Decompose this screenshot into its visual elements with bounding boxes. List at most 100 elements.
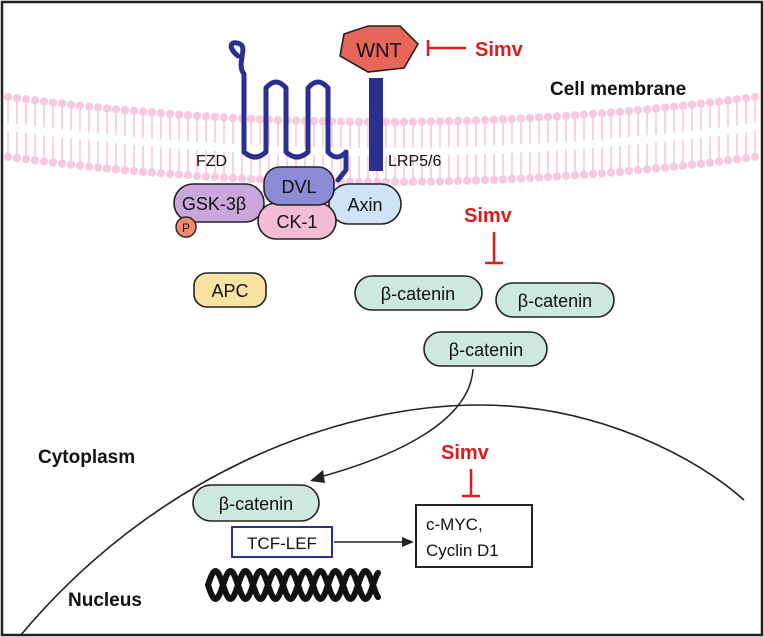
lipid-head [399, 117, 409, 127]
wnt-label: WNT [356, 40, 402, 62]
lipid-head [48, 98, 58, 107]
lipid-head [246, 114, 256, 124]
lipid-head [75, 101, 85, 110]
lipid-head [750, 92, 760, 102]
lipid-head [633, 106, 643, 115]
lipid-head [183, 171, 193, 180]
lipid-head [93, 103, 103, 112]
lipid-head [165, 109, 175, 119]
lipid-head [480, 115, 490, 125]
lipid-head [228, 173, 238, 183]
lipid-head [741, 93, 751, 103]
beta-catenin-label-1: β-catenin [381, 284, 455, 304]
lipid-head [687, 100, 697, 109]
simv-label-wnt: Simv [475, 39, 524, 61]
lipid-head [507, 114, 517, 124]
gsk3b-label: GSK-3β [182, 194, 246, 214]
lipid-head [651, 104, 661, 113]
lipid-head [183, 111, 193, 120]
lipid-head [12, 93, 22, 103]
lipid-head [723, 96, 733, 105]
lipid-head [462, 116, 472, 125]
lipid-head [678, 161, 688, 170]
lipid-head [354, 117, 364, 127]
beta-catenin-label-2: β-catenin [518, 291, 592, 311]
translocation-arrow [319, 368, 474, 478]
lipid-head [660, 103, 670, 112]
lipid-head [633, 166, 643, 175]
lipid-head [30, 156, 40, 165]
lipid-head [588, 109, 598, 119]
lipid-head [525, 173, 535, 183]
lipid-head [381, 117, 391, 127]
dna-strand [205, 568, 381, 602]
lipid-head [219, 173, 229, 182]
lipid-head [732, 155, 742, 164]
lipid-head [741, 153, 751, 163]
lipid-head [534, 113, 544, 122]
lipid-head [696, 159, 706, 168]
lipid-head [507, 174, 517, 184]
lipid-head [705, 158, 715, 167]
lipid-head [669, 102, 679, 111]
lipid-head [66, 100, 76, 109]
lipid-head [336, 117, 346, 126]
lipid-head [156, 109, 166, 118]
lipid-head [66, 160, 76, 169]
simv-label-cytoplasm: Simv [464, 205, 513, 227]
lipid-head [552, 112, 562, 121]
lipid-head [21, 154, 31, 164]
lipid-head [579, 170, 589, 179]
lipid-head [660, 163, 670, 172]
lipid-head [228, 113, 238, 123]
lipid-head [453, 176, 463, 186]
lipid-head [102, 104, 112, 113]
lipid-head [309, 116, 319, 126]
lipid-head [606, 168, 616, 177]
lipid-head [696, 99, 706, 108]
tcf-lef-node [231, 526, 333, 558]
lipid-head [543, 172, 553, 182]
lipid-head [210, 112, 220, 122]
lipid-head [120, 105, 130, 115]
lipid-head [156, 169, 166, 178]
lipid-head [471, 176, 481, 185]
lipid-head [588, 169, 598, 179]
lipid-head [426, 117, 436, 126]
nucleus-label: Nucleus [68, 590, 142, 611]
lipid-head [426, 177, 436, 186]
lipid-head [705, 98, 715, 107]
target-genes-line2: Cyclin D1 [426, 541, 499, 560]
dvl-node [263, 166, 335, 206]
lipid-head [120, 165, 130, 175]
lipid-head [12, 153, 22, 163]
lipid-head [597, 109, 607, 118]
lipid-head [147, 168, 157, 177]
lipid-head [246, 174, 256, 184]
lipid-head [201, 172, 211, 181]
lipid-head [192, 171, 202, 181]
lipid-head [345, 117, 355, 127]
lipid-head [3, 92, 13, 102]
gsk3b-node [173, 183, 265, 223]
lipid-head [408, 117, 418, 127]
lipid-head [30, 96, 40, 105]
lipid-head [138, 167, 148, 176]
lipid-head [84, 102, 94, 111]
lipid-head [453, 116, 463, 126]
lipid-head [48, 158, 58, 167]
lipid-head [417, 117, 427, 126]
target-genes-box [415, 504, 533, 568]
lipid-head [192, 111, 202, 121]
lipid-head [417, 177, 427, 186]
lipid-head [39, 157, 49, 166]
lipid-head [435, 117, 445, 126]
lipid-head [318, 117, 328, 126]
lipid-head [723, 156, 733, 165]
fzd-receptor [228, 40, 349, 183]
beta-catenin-label-3: β-catenin [449, 340, 523, 360]
lipid-head [498, 115, 508, 124]
lipid-head [255, 175, 265, 184]
beta-catenin-nuclear-node [192, 484, 320, 522]
lipid-head [93, 163, 103, 172]
